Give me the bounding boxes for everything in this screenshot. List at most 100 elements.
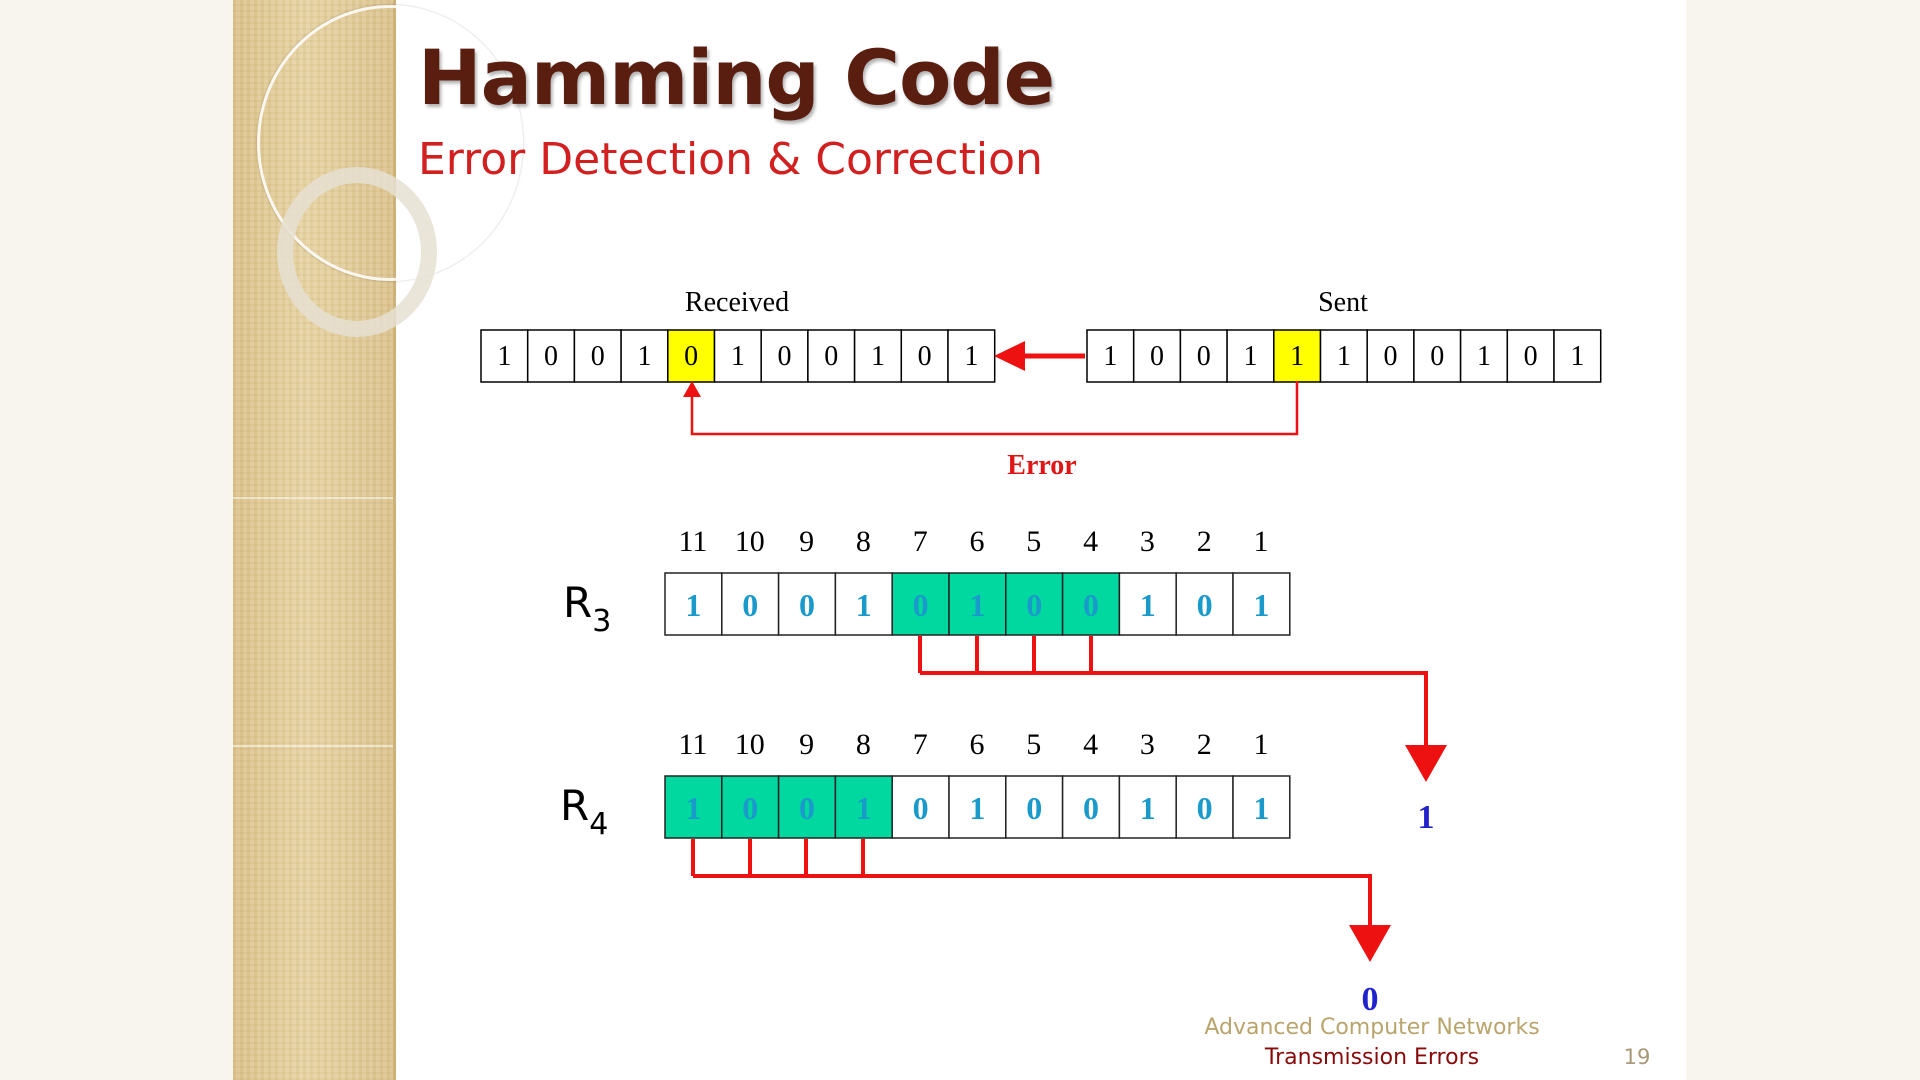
bit-position-label: 7: [913, 728, 928, 761]
bit-cell: [807, 329, 856, 383]
bit-cell: [1232, 572, 1291, 636]
bit-cell: [667, 329, 716, 383]
bit-value: 1: [685, 587, 701, 623]
r3-connector: [918, 636, 1428, 752]
bit-cell: [1118, 572, 1177, 636]
bit-value: 1: [685, 790, 701, 826]
bit-cell: [1413, 329, 1462, 383]
page-subtitle: Error Detection & Correction: [418, 134, 1043, 185]
bit-position-label: 6: [970, 728, 985, 761]
bit-value: 1: [969, 790, 985, 826]
r4-connector: [691, 839, 1372, 930]
bit-value: 0: [913, 790, 929, 826]
bit-value: 1: [1140, 587, 1156, 623]
bit-value: 0: [1083, 790, 1099, 826]
bit-position-label: 11: [679, 728, 708, 761]
bit-value: 1: [964, 341, 978, 372]
bit-position-label: 10: [735, 525, 765, 558]
bit-value: 0: [913, 587, 929, 623]
r3-label-sub: 3: [592, 604, 611, 639]
bit-value: 0: [1384, 341, 1398, 372]
bit-value: 0: [1026, 790, 1042, 826]
r3-label: R3: [563, 578, 611, 639]
r4-bit-row: 1 0 0 1 0 1 0 0 1 0 1: [664, 775, 1291, 839]
bit-cell: [1175, 775, 1234, 839]
r4-result: 0: [1362, 981, 1379, 1018]
bit-cell: [620, 329, 669, 383]
error-label: Error: [1007, 450, 1076, 481]
bit-value: 1: [1103, 341, 1117, 372]
r4-label-sub: 4: [589, 807, 608, 842]
sidebar-seam: [233, 497, 393, 499]
footer-page-number: 19: [1623, 1045, 1651, 1069]
bit-value: 1: [1140, 790, 1156, 826]
r3-label-base: R: [563, 578, 592, 627]
bit-cell: [948, 775, 1007, 839]
bit-value: 1: [1337, 341, 1351, 372]
bit-cell: [1179, 329, 1228, 383]
bit-value: 0: [742, 587, 758, 623]
footer-topic: Transmission Errors: [1264, 1045, 1480, 1070]
bit-cell: [1061, 572, 1121, 636]
bit-cell: [853, 329, 903, 383]
bit-value: 1: [497, 341, 511, 372]
bit-value: 1: [1477, 341, 1491, 372]
bit-cell: [1232, 775, 1291, 839]
bit-value: 0: [1524, 341, 1538, 372]
bit-value: 1: [1290, 341, 1304, 372]
bit-position-label: 5: [1026, 525, 1041, 558]
bit-position-label: 4: [1083, 525, 1098, 558]
bit-position-label: 11: [679, 525, 708, 558]
bit-value: 0: [1150, 341, 1164, 372]
bit-position-label: 8: [856, 728, 871, 761]
error-arrow-head: [683, 381, 701, 397]
bit-value: 1: [1253, 790, 1269, 826]
bit-cell: [891, 572, 950, 636]
bit-value: 1: [1570, 341, 1584, 372]
bit-cell: [573, 329, 622, 383]
bit-value: 0: [1026, 587, 1042, 623]
bit-value: 0: [1197, 790, 1213, 826]
bit-value: 0: [799, 790, 815, 826]
bit-cell: [1459, 329, 1509, 383]
title-block: Hamming Code Error Detection & Correctio…: [418, 40, 1055, 185]
bit-position-label: 7: [913, 525, 928, 558]
bit-position-label: 1: [1254, 728, 1269, 761]
bit-cell: [777, 572, 837, 636]
bit-cell: [900, 329, 949, 383]
bit-cell: [777, 775, 837, 839]
r4-label-base: R: [560, 781, 589, 830]
bit-cell: [664, 572, 723, 636]
r4-result-arrow-head: [1349, 925, 1391, 962]
bit-value: 0: [824, 341, 838, 372]
bit-cell: [664, 775, 723, 839]
transmit-arrow-head: [994, 341, 1025, 371]
bit-value: 0: [684, 341, 698, 372]
bit-cell: [1226, 329, 1275, 383]
bit-position-label: 6: [970, 525, 985, 558]
bit-value: 1: [856, 790, 872, 826]
r3-result-arrow-head: [1405, 745, 1447, 782]
bit-value: 1: [637, 341, 651, 372]
bit-position-label: 1: [1254, 525, 1269, 558]
bit-value: 1: [1243, 341, 1257, 372]
sidebar-seam: [233, 745, 393, 747]
bit-position-label: 3: [1140, 525, 1155, 558]
footer-course: Advanced Computer Networks: [1204, 1015, 1540, 1040]
bit-value: 0: [591, 341, 605, 372]
bit-position-label: 8: [856, 525, 871, 558]
bit-value: 1: [969, 587, 985, 623]
bit-position-label: 3: [1140, 728, 1155, 761]
r4-label: R4: [560, 781, 608, 842]
bit-cell: [713, 329, 762, 383]
bit-value: 0: [544, 341, 558, 372]
bit-value: 0: [799, 587, 815, 623]
bit-cell: [1005, 775, 1064, 839]
received-label: Received: [685, 287, 789, 318]
bit-value: 0: [742, 790, 758, 826]
